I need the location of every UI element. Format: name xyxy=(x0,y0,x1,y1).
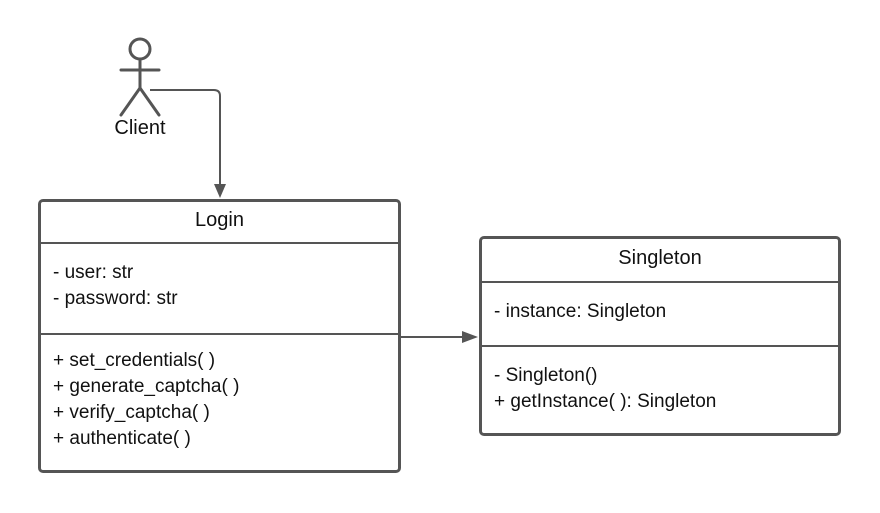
method-item: + generate_captcha( ) xyxy=(53,376,240,397)
class-name: Singleton xyxy=(618,247,702,269)
actor-head xyxy=(128,37,152,61)
actor-label: Client xyxy=(114,117,166,139)
attribute-list: - user: str - password: str xyxy=(53,260,178,312)
stick-figure-icon xyxy=(119,37,161,117)
class-divider xyxy=(482,281,838,283)
method-list: - Singleton() + getInstance( ): Singleto… xyxy=(494,363,716,415)
client-to-login-arrowhead xyxy=(214,184,226,198)
attribute-item: - user: str xyxy=(53,262,134,283)
class-name: Login xyxy=(195,209,244,231)
class-divider xyxy=(41,242,398,244)
client-to-login-connector xyxy=(150,89,221,194)
login-class-box[interactable]: Login - user: str - password: str + set_… xyxy=(38,199,401,473)
attribute-list: - instance: Singleton xyxy=(494,299,666,325)
method-item: + getInstance( ): Singleton xyxy=(494,391,717,412)
method-item: + verify_captcha( ) xyxy=(53,402,210,423)
attribute-item: - instance: Singleton xyxy=(494,301,667,322)
method-item: + authenticate( ) xyxy=(53,428,191,449)
login-to-singleton-arrowhead xyxy=(462,331,478,343)
class-divider xyxy=(482,345,838,347)
actor-right-leg xyxy=(138,86,161,117)
singleton-class-box[interactable]: Singleton - instance: Singleton - Single… xyxy=(479,236,841,436)
actor-left-leg xyxy=(119,86,142,117)
method-item: + set_credentials( ) xyxy=(53,350,216,371)
class-divider xyxy=(41,333,398,335)
method-list: + set_credentials( ) + generate_captcha(… xyxy=(53,348,239,452)
method-item: - Singleton() xyxy=(494,365,598,386)
attribute-item: - password: str xyxy=(53,288,178,309)
